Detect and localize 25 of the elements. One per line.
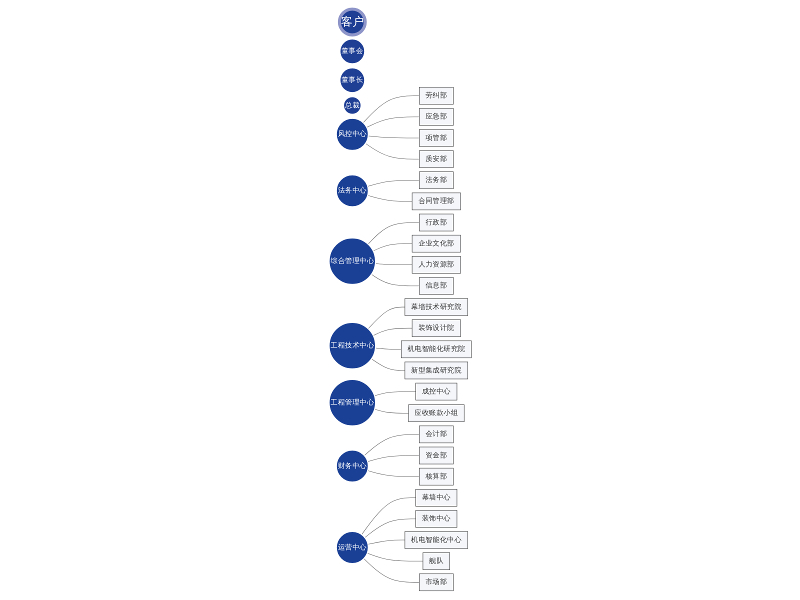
- connector: [374, 408, 408, 414]
- connector: [374, 263, 412, 266]
- connector: [370, 274, 420, 286]
- connector: [364, 434, 420, 456]
- connector: [374, 391, 416, 396]
- connector: [364, 143, 420, 160]
- connector: [361, 498, 416, 535]
- connector: [363, 558, 420, 583]
- connector: [370, 358, 405, 371]
- connector: [367, 195, 412, 202]
- connector: [367, 470, 420, 477]
- connector: [372, 243, 412, 252]
- connector: [367, 455, 420, 462]
- connector: [362, 96, 420, 123]
- connector: [368, 136, 420, 138]
- connector: [372, 328, 412, 336]
- connector: [374, 348, 402, 350]
- connector: [367, 180, 420, 187]
- connector: [367, 540, 405, 545]
- connector: [368, 306, 405, 330]
- node-circle: 客户: [338, 8, 366, 36]
- connector: [368, 222, 420, 245]
- connector: [366, 552, 423, 562]
- connector: [364, 518, 416, 538]
- connector: [366, 116, 420, 128]
